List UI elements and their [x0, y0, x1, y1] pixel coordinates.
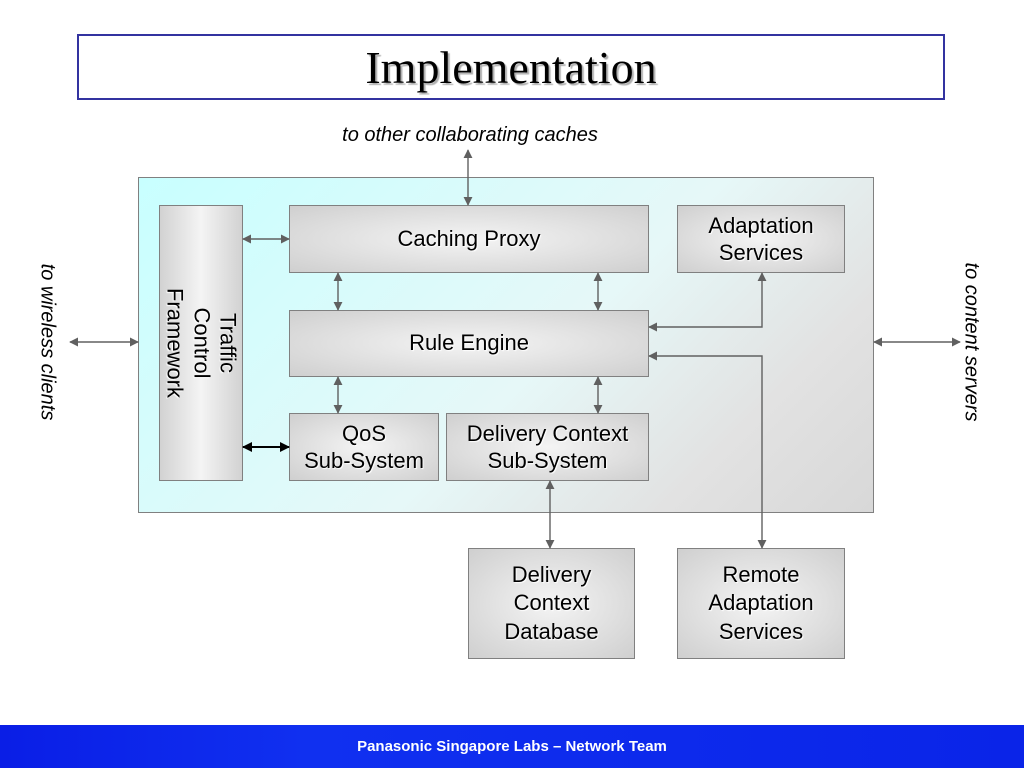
title-box: Implementation: [77, 34, 945, 100]
rule-engine-label: Rule Engine: [409, 330, 529, 356]
footer-text: Panasonic Singapore Labs – Network Team: [357, 738, 667, 755]
traffic-control-framework-block: Traffic Control Framework: [159, 205, 243, 481]
caching-proxy-block: Caching Proxy: [289, 205, 649, 273]
rule-engine-block: Rule Engine: [289, 310, 649, 377]
qos-subsystem-block: QoS Sub-System: [289, 413, 439, 481]
label-content-servers: to content servers: [960, 262, 983, 422]
label-wireless-clients: to wireless clients: [36, 263, 59, 421]
remote-adaptation-services-label: Remote Adaptation Services: [708, 561, 814, 644]
adaptation-services-label: Adaptation Services: [708, 212, 814, 266]
adaptation-services-block: Adaptation Services: [677, 205, 845, 273]
traffic-control-label: Traffic Control Framework: [162, 287, 241, 399]
delivery-context-database-block: Delivery Context Database: [468, 548, 635, 659]
delivery-context-subsystem-block: Delivery Context Sub-System: [446, 413, 649, 481]
footer-bar: Panasonic Singapore Labs – Network Team: [0, 725, 1024, 768]
caching-proxy-label: Caching Proxy: [397, 225, 541, 251]
label-collaborating-caches: to other collaborating caches: [342, 124, 598, 146]
delivery-context-subsystem-label: Delivery Context Sub-System: [466, 420, 629, 474]
qos-subsystem-label: QoS Sub-System: [304, 420, 424, 474]
delivery-context-database-label: Delivery Context Database: [504, 561, 599, 644]
page-title: Implementation: [365, 41, 657, 93]
remote-adaptation-services-block: Remote Adaptation Services: [677, 548, 845, 659]
